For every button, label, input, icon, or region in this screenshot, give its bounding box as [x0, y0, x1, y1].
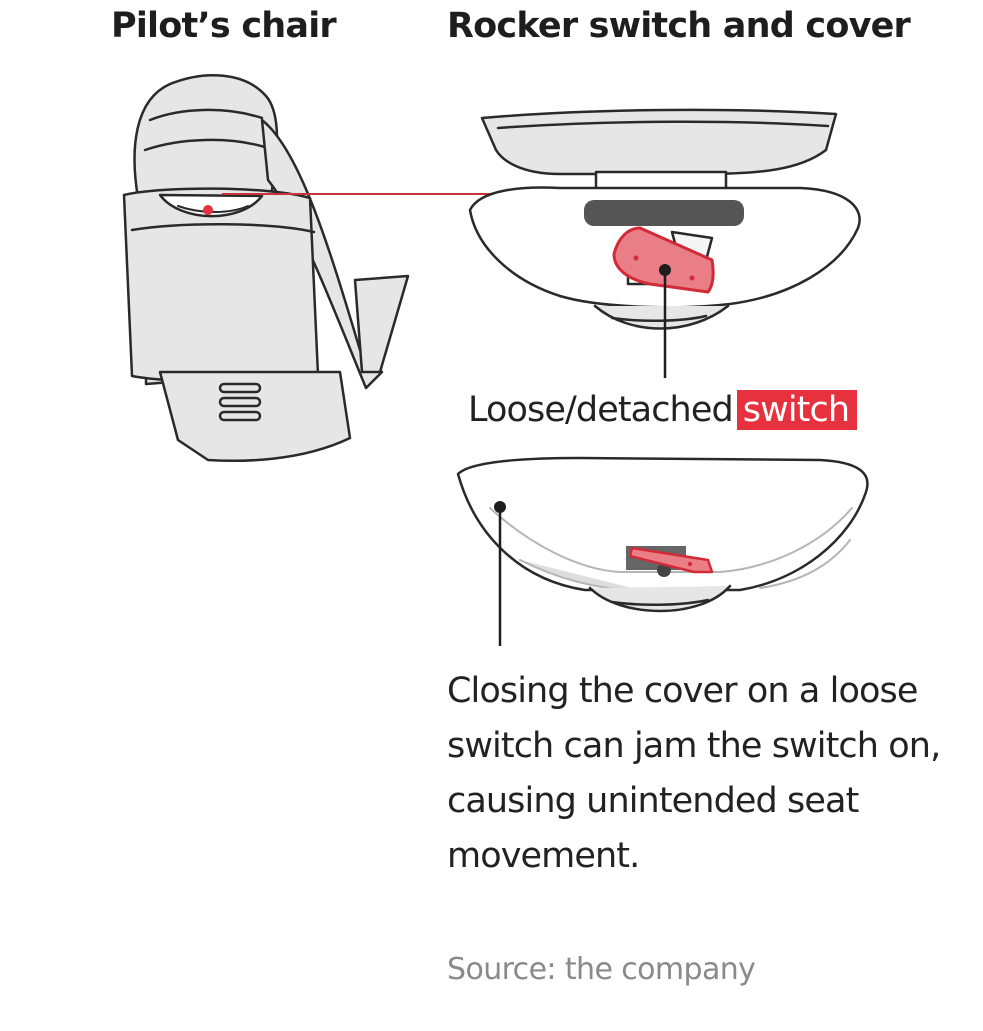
- rocker-switch-heading: Rocker switch and cover: [447, 6, 911, 46]
- pilot-chair-illustration: [122, 74, 410, 463]
- pilot-chair-heading: Pilot’s chair: [111, 6, 337, 46]
- loose-switch-leader-dot: [659, 264, 671, 276]
- closed-cover-leader-dot: [494, 501, 506, 513]
- switch-highlight: switch: [736, 390, 858, 430]
- rocker-switch-closed-illustration: [456, 456, 869, 613]
- jammed-rocker-switch: [628, 546, 714, 574]
- chair-switch-location-marker: [203, 205, 213, 215]
- closing-cover-description: Closing the cover on a loose switch can …: [447, 671, 941, 876]
- source-note: Source: the company: [447, 952, 756, 987]
- loose-switch-label-text: Loose/detached: [468, 390, 734, 430]
